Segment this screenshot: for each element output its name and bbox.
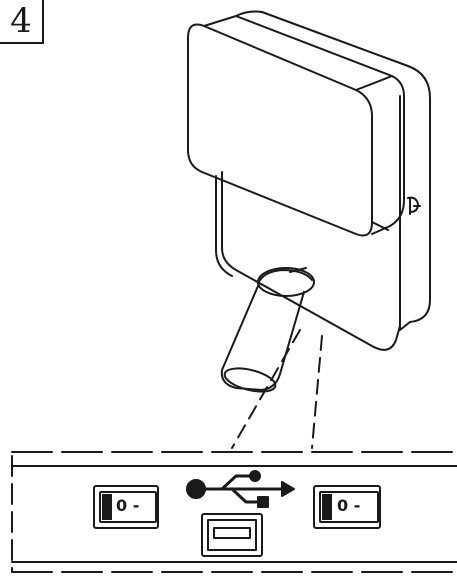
switch-left [93, 485, 159, 529]
arm-knob [289, 267, 307, 273]
step-number: 4 [10, 1, 32, 41]
projection-line-left [231, 329, 301, 449]
switch-left-label: 0 - [116, 496, 140, 515]
lamp-back-plate [221, 171, 401, 351]
switch-right-label: 0 - [337, 496, 361, 515]
usb-symbol-icon [186, 470, 295, 508]
usb-port-icon [201, 513, 263, 557]
arm-joint-top [257, 269, 313, 285]
detail-strip [11, 451, 457, 573]
lamp-head-inner-edge [355, 75, 393, 91]
arm-joint [257, 267, 315, 297]
step-number-badge: 4 [0, 0, 44, 44]
lamp-back-box-top [235, 10, 263, 17]
reading-tube [220, 285, 305, 391]
lamp-head-side [203, 15, 405, 235]
switch-right [313, 485, 381, 529]
lamp-back-plate-left [215, 175, 233, 277]
lamp-back-box [261, 11, 431, 331]
side-screw [407, 196, 421, 215]
lamp-head-front [187, 23, 373, 237]
reading-light [220, 267, 315, 393]
lamp-head-lower-edge [371, 221, 389, 231]
wall-lamp [187, 10, 431, 449]
projection-line-right [311, 335, 323, 449]
reading-tube-end [223, 367, 277, 393]
